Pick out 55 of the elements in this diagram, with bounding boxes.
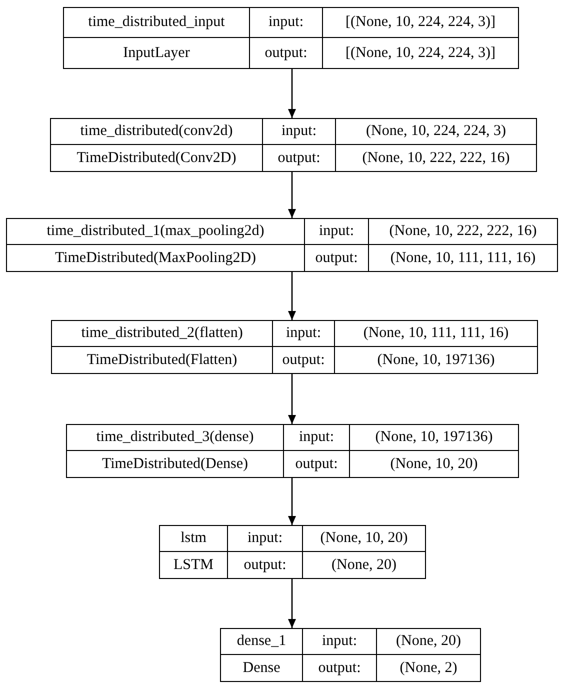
layer-type: TimeDistributed(MaxPooling2D): [7, 245, 305, 271]
layer-table: [159, 525, 426, 579]
shape-value: (None, 10, 20): [303, 526, 425, 552]
layer-table: [50, 118, 537, 172]
arrow: [288, 579, 296, 628]
layer-table: [220, 628, 481, 682]
layer-name: time_distributed_1(max_pooling2d): [7, 219, 305, 245]
shape-value: (None, 10, 197136): [376, 350, 496, 370]
arrow: [288, 272, 296, 320]
arrow: [288, 69, 296, 118]
layer-name: time_distributed_input: [64, 8, 250, 38]
layer-type: TimeDistributed(Flatten): [52, 347, 273, 373]
port-label: output:: [273, 347, 335, 373]
layer-type: TimeDistributed(Dense): [67, 451, 284, 477]
shape-value: (None, 10, 224, 224, 3): [336, 119, 536, 145]
layer-type: Dense: [221, 655, 303, 681]
layer-table: [66, 424, 519, 478]
layer-name: lstm: [160, 526, 228, 552]
layer-type: LSTM: [160, 552, 228, 578]
shape-value: [(None, 10, 224, 224, 3)]: [323, 8, 518, 38]
layer-name: dense_1: [221, 629, 303, 655]
arrow: [288, 374, 296, 424]
shape-value: (None, 10, 222, 222, 16): [361, 148, 511, 168]
arrow: [288, 172, 296, 218]
shape-value: (None, 10, 197136): [350, 425, 518, 451]
shape-value: (None, 10, 222, 222, 16): [369, 219, 557, 245]
shape-value: (None, 20): [377, 629, 480, 655]
shape-value: (None, 20): [330, 556, 398, 574]
port-label: input:: [273, 321, 335, 347]
port-label: output:: [305, 245, 369, 271]
layer-name: time_distributed(conv2d): [51, 119, 263, 145]
port-label: input:: [228, 526, 303, 552]
shape-value: (None, 10, 111, 111, 16): [335, 321, 537, 347]
port-label: output:: [303, 655, 377, 681]
port-label: output:: [284, 451, 350, 477]
shape-value: (None, 10, 20): [389, 454, 479, 474]
layer-name: time_distributed_3(dense): [67, 425, 284, 451]
layer-name: time_distributed_2(flatten): [52, 321, 273, 347]
layer-table: [6, 218, 558, 272]
layer-type: InputLayer: [64, 38, 250, 68]
port-label: output:: [263, 145, 336, 171]
port-label: output:: [250, 38, 323, 68]
layer-table: [51, 320, 538, 374]
layer-table: [63, 7, 519, 69]
port-label: output:: [228, 552, 303, 578]
port-label: input:: [263, 119, 336, 145]
port-label: input:: [284, 425, 350, 451]
port-label: input:: [305, 219, 369, 245]
shape-value: (None, 2): [398, 658, 458, 678]
shape-value: [(None, 10, 224, 224, 3)]: [344, 44, 496, 62]
layer-type: TimeDistributed(Conv2D): [51, 145, 263, 171]
shape-value: (None, 10, 111, 111, 16): [389, 248, 537, 268]
arrow: [288, 478, 296, 525]
port-label: input:: [250, 8, 323, 38]
port-label: input:: [303, 629, 377, 655]
